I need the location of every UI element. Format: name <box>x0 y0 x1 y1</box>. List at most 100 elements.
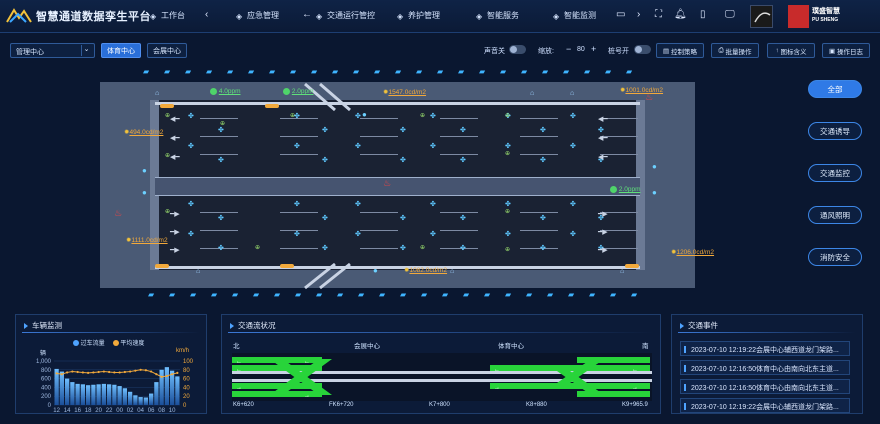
camera-icon[interactable]: ▰ <box>211 290 218 299</box>
camera-icon[interactable]: ▰ <box>421 290 428 299</box>
camera-icon[interactable]: ▰ <box>442 290 449 299</box>
fan-icon[interactable]: ✤ <box>322 245 328 252</box>
brightness-sensor[interactable]: ✹1111.0cd/m2 <box>126 237 168 244</box>
fan-icon[interactable]: ✤ <box>294 231 300 238</box>
fan-icon[interactable]: ✤ <box>322 215 328 222</box>
fan-icon[interactable]: ✤ <box>570 113 576 120</box>
fan-icon[interactable]: ✤ <box>322 127 328 134</box>
lane-signal-icon[interactable]: ⊕ <box>505 113 511 119</box>
fan-icon[interactable]: ✤ <box>598 127 604 134</box>
camera-icon[interactable]: ▰ <box>400 290 407 299</box>
camera-icon[interactable]: ▰ <box>437 67 444 76</box>
fan-icon[interactable]: ✤ <box>294 143 300 150</box>
fan-icon[interactable]: ✤ <box>400 127 406 134</box>
fan-icon[interactable]: ✤ <box>460 127 466 134</box>
window-icon[interactable]: ▭ <box>616 9 626 20</box>
building-icon[interactable]: ⌂ <box>530 90 535 97</box>
fan-icon[interactable]: ✤ <box>430 113 436 120</box>
fan-icon[interactable]: ✤ <box>218 157 224 164</box>
fan-icon[interactable]: ✤ <box>188 113 194 120</box>
fan-icon[interactable]: ✤ <box>540 215 546 222</box>
fan-icon[interactable]: ✤ <box>218 215 224 222</box>
camera-icon[interactable]: ▰ <box>143 67 150 76</box>
lane-signal-icon[interactable]: ⊕ <box>165 113 171 119</box>
brightness-sensor[interactable]: ✹1001.0cd/m2 <box>620 87 664 94</box>
zoom-in-button[interactable]: + <box>591 44 597 54</box>
fan-icon[interactable]: ✤ <box>430 143 436 150</box>
nav-item-2[interactable]: ◈交通运行管控 <box>316 11 375 21</box>
co-sensor[interactable]: 2.0ppm <box>283 88 314 95</box>
fan-icon[interactable]: ✤ <box>598 245 604 252</box>
right-menu-item-4[interactable]: 消防安全 <box>808 248 862 266</box>
fan-icon[interactable]: ✤ <box>505 231 511 238</box>
camera-icon[interactable]: ▰ <box>584 67 591 76</box>
camera-icon[interactable]: ▰ <box>353 67 360 76</box>
beacon-icon[interactable]: ● <box>652 188 657 197</box>
building-icon[interactable]: ⌂ <box>155 90 160 97</box>
brightness-sensor[interactable]: ✹1082.0cd/m2 <box>404 267 448 274</box>
camera-icon[interactable]: ▰ <box>542 67 549 76</box>
camera-icon[interactable]: ▰ <box>568 290 575 299</box>
chevron-right-icon[interactable]: › <box>637 9 641 20</box>
lane-signal-icon[interactable]: ⊕ <box>505 151 511 157</box>
event-item[interactable]: 2023-07-10 12:16:50体育中心由南向北东主道... <box>680 379 850 394</box>
barrier-icon[interactable] <box>155 264 169 268</box>
fan-icon[interactable]: ✤ <box>218 245 224 252</box>
camera-icon[interactable]: ▰ <box>416 67 423 76</box>
lane-arrow-icon[interactable]: ━▶ <box>598 247 608 254</box>
brightness-sensor[interactable]: ✹1206.0cd/m2 <box>671 249 715 256</box>
lane-arrow-icon[interactable]: ◀━ <box>170 135 180 142</box>
batch-operation-button[interactable]: ⎙ 批量操作 <box>711 43 759 58</box>
camera-icon[interactable]: ▰ <box>169 290 176 299</box>
camera-icon[interactable]: ▰ <box>379 290 386 299</box>
lane-signal-icon[interactable]: ⊕ <box>505 209 511 215</box>
camera-icon[interactable]: ▰ <box>505 290 512 299</box>
camera-icon[interactable]: ▰ <box>269 67 276 76</box>
lane-arrow-icon[interactable]: ◀━ <box>598 116 608 123</box>
lane-signal-icon[interactable]: ⊕ <box>420 245 426 251</box>
lane-signal-icon[interactable]: ⊕ <box>255 245 261 251</box>
fire-alarm-icon[interactable]: ♨ <box>383 178 392 188</box>
lane-arrow-icon[interactable]: ━▶ <box>170 229 180 236</box>
lane-arrow-icon[interactable]: ━▶ <box>598 229 608 236</box>
lane-arrow-icon[interactable]: ◀━ <box>170 154 180 161</box>
camera-icon[interactable]: ▰ <box>253 290 260 299</box>
camera-icon[interactable]: ▰ <box>521 67 528 76</box>
fan-icon[interactable]: ✤ <box>218 127 224 134</box>
camera-icon[interactable]: ▰ <box>479 67 486 76</box>
fan-icon[interactable]: ✤ <box>355 201 361 208</box>
right-menu-item-1[interactable]: 交通诱导 <box>808 122 862 140</box>
lane-arrow-icon[interactable]: ━▶ <box>170 211 180 218</box>
monitor-icon[interactable]: 🖵︎ <box>725 9 735 20</box>
beacon-icon[interactable]: ● <box>373 266 378 275</box>
camera-icon[interactable]: ▰ <box>190 290 197 299</box>
fan-icon[interactable]: ✤ <box>570 143 576 150</box>
right-menu-item-0[interactable]: 全部 <box>808 80 862 98</box>
building-icon[interactable]: ⌂ <box>570 90 575 97</box>
camera-icon[interactable]: ▰ <box>164 67 171 76</box>
barrier-icon[interactable] <box>265 104 279 108</box>
legend-button[interactable]: ↑ 图标含义 <box>767 43 815 58</box>
lane-signal-icon[interactable]: ⊕ <box>220 121 226 127</box>
building-icon[interactable]: ⌂ <box>620 268 625 275</box>
camera-icon[interactable]: ▰ <box>626 67 633 76</box>
barrier-icon[interactable] <box>280 264 294 268</box>
right-menu-item-2[interactable]: 交通监控 <box>808 164 862 182</box>
camera-icon[interactable]: ▰ <box>332 67 339 76</box>
fire-alarm-icon[interactable]: ♨ <box>645 92 654 102</box>
tab-exhibition-center[interactable]: 会展中心 <box>147 43 187 58</box>
fan-icon[interactable]: ✤ <box>505 201 511 208</box>
building-icon[interactable]: ⌂ <box>196 268 201 275</box>
co-sensor[interactable]: 4.0ppm <box>210 88 241 95</box>
fan-icon[interactable]: ✤ <box>505 113 511 120</box>
camera-icon[interactable]: ▰ <box>547 290 554 299</box>
camera-icon[interactable]: ▰ <box>148 290 155 299</box>
fire-alarm-icon[interactable]: ♨ <box>114 208 123 218</box>
fan-icon[interactable]: ✤ <box>540 157 546 164</box>
center-select[interactable]: 管理中心 ⌄ <box>10 43 95 58</box>
camera-icon[interactable]: ▰ <box>206 67 213 76</box>
fullscreen-icon[interactable]: ⛶ <box>655 9 662 20</box>
camera-icon[interactable]: ▰ <box>232 290 239 299</box>
nav-item-4[interactable]: ◈智能服务 <box>476 11 519 21</box>
right-menu-item-3[interactable]: 通风照明 <box>808 206 862 224</box>
